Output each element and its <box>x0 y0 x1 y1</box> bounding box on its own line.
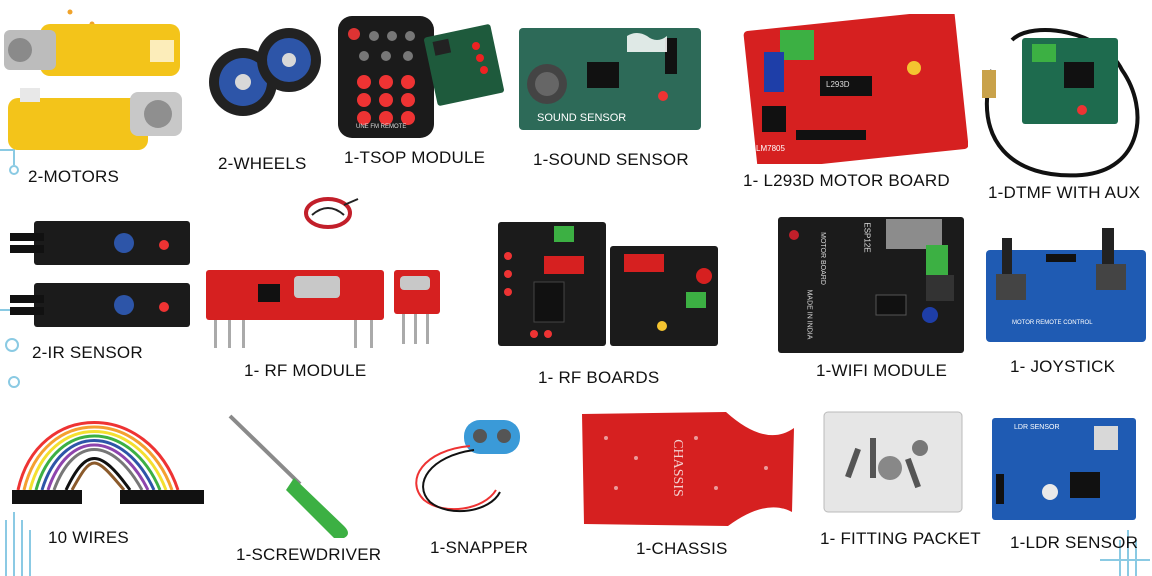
l293d-reg-text: LM7805 <box>756 144 785 153</box>
wifi-chip-text: ESP12E <box>862 222 872 253</box>
wires-image <box>8 390 208 520</box>
rf-module-label: 1- RF MODULE <box>244 361 367 380</box>
ir-sensor-label: 2-IR SENSOR <box>32 343 143 362</box>
dtmf-label: 1-DTMF WITH AUX <box>988 183 1141 202</box>
wifi-module-image: ESP12E MOTOR BOARD MADE IN INDIA <box>776 215 966 355</box>
chassis-label: 1-CHASSIS <box>636 539 728 558</box>
remote-brand-text: UNE FM REMOTE <box>356 124 407 130</box>
joystick-image: MOTOR REMOTE CONTROL <box>982 224 1148 344</box>
sound-sensor-label: 1-SOUND SENSOR <box>533 150 689 169</box>
rf-module-image <box>204 268 444 356</box>
wires-label: 10 WIRES <box>48 528 129 547</box>
screwdriver-image <box>216 408 366 538</box>
wheels-label: 2-WHEELS <box>218 154 307 173</box>
screwdriver-label: 1-SCREWDRIVER <box>236 545 382 564</box>
snapper-label: 1-SNAPPER <box>430 538 529 557</box>
wifi-board-text: MOTOR BOARD <box>818 232 826 285</box>
joystick-board-text: MOTOR REMOTE CONTROL <box>1012 320 1093 326</box>
fitting-packet-label: 1- FITTING PACKET <box>820 529 981 548</box>
dtmf-image <box>972 10 1148 180</box>
motors-image <box>0 8 190 158</box>
ldr-sensor-image: LDR SENSOR <box>990 416 1138 522</box>
rf-boards-image <box>494 216 724 348</box>
ldr-board-text: LDR SENSOR <box>1014 424 1060 431</box>
wheels-image <box>205 12 325 132</box>
ldr-sensor-label: 1-LDR SENSOR <box>1010 533 1139 552</box>
sound-sensor-image: SOUND SENSOR <box>517 26 703 132</box>
wifi-module-label: 1-WIFI MODULE <box>816 361 948 380</box>
chassis-image: CHASSIS <box>576 408 798 530</box>
tsop-label: 1-TSOP MODULE <box>344 148 486 167</box>
tsop-image: UNE FM REMOTE <box>334 12 504 142</box>
sound-board-text: SOUND SENSOR <box>537 112 627 124</box>
ir-sensor-image <box>4 215 194 335</box>
joystick-label: 1- JOYSTICK <box>1010 357 1116 376</box>
wifi-made-text: MADE IN INDIA <box>805 289 813 340</box>
l293d-chip-text: L293D <box>826 80 850 89</box>
fitting-packet-image <box>820 408 966 516</box>
l293d-board-image: L293D LM7805 <box>736 14 968 164</box>
brand-logo-icon <box>298 193 366 233</box>
l293d-label: 1- L293D MOTOR BOARD <box>743 171 950 190</box>
snapper-image <box>404 410 524 520</box>
rf-boards-label: 1- RF BOARDS <box>538 368 660 387</box>
motors-label: 2-MOTORS <box>28 167 120 186</box>
chassis-text: CHASSIS <box>669 439 685 497</box>
